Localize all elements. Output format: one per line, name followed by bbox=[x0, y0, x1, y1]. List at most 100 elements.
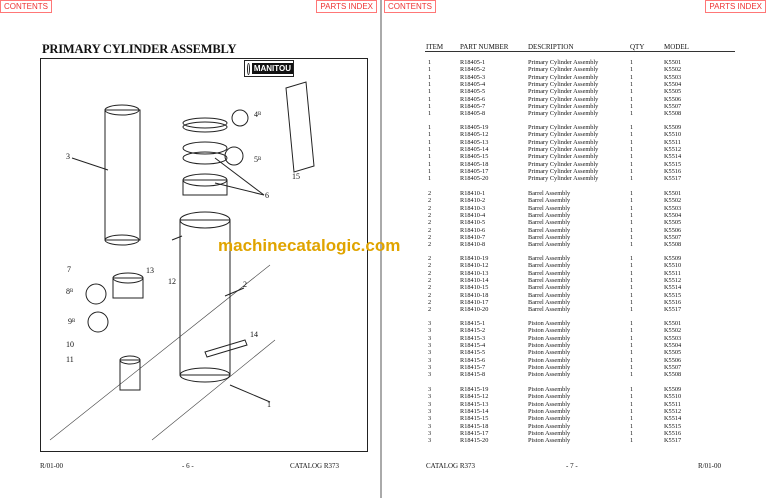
cell-description: Barrel Assembly bbox=[528, 298, 571, 306]
cell-item: 2 bbox=[428, 226, 432, 234]
cell-item: 3 bbox=[428, 371, 432, 379]
cell-qty: 1 bbox=[630, 400, 634, 408]
parts-index-link[interactable]: PARTS INDEX bbox=[705, 0, 766, 13]
cell-qty: 1 bbox=[630, 407, 634, 415]
cell-part-number: R18410-7 bbox=[460, 233, 486, 241]
cell-item: 2 bbox=[428, 262, 432, 270]
cell-qty: 1 bbox=[630, 341, 634, 349]
cell-model: K5503 bbox=[664, 204, 682, 212]
cell-item: 1 bbox=[428, 167, 432, 175]
cell-item: 1 bbox=[428, 160, 432, 168]
cell-description: Piston Assembly bbox=[528, 400, 571, 408]
cell-item: 1 bbox=[428, 145, 432, 153]
cell-qty: 1 bbox=[630, 306, 634, 314]
cell-description: Primary Cylinder Assembly bbox=[528, 138, 599, 146]
cell-qty: 1 bbox=[630, 356, 634, 364]
cell-qty: 1 bbox=[630, 276, 634, 284]
cell-qty: 1 bbox=[630, 437, 634, 445]
right-page: CONTENTS PARTS INDEX bbox=[382, 0, 768, 498]
cell-item: 2 bbox=[428, 306, 432, 314]
callout-15: 15 bbox=[292, 172, 300, 181]
cell-description: Piston Assembly bbox=[528, 371, 571, 379]
callout-14: 14 bbox=[250, 330, 258, 339]
cell-item: 1 bbox=[428, 175, 432, 183]
cell-item: 2 bbox=[428, 219, 432, 227]
cell-part-number: R18410-12 bbox=[460, 262, 489, 270]
cell-description: Piston Assembly bbox=[528, 407, 571, 415]
cell-description: Piston Assembly bbox=[528, 386, 571, 393]
cell-qty: 1 bbox=[630, 415, 634, 423]
cell-description: Primary Cylinder Assembly bbox=[528, 124, 599, 131]
cell-part-number: R18415-20 bbox=[460, 437, 489, 445]
cell-description: Primary Cylinder Assembly bbox=[528, 80, 599, 88]
cell-description: Barrel Assembly bbox=[528, 284, 571, 292]
cell-part-number: R18405-1 bbox=[460, 59, 486, 66]
cell-qty: 1 bbox=[630, 269, 634, 277]
cell-qty: 1 bbox=[630, 393, 634, 401]
cell-part-number: R18415-17 bbox=[460, 429, 489, 437]
cell-model: K5506 bbox=[664, 356, 682, 364]
page-title: PRIMARY CYLINDER ASSEMBLY bbox=[42, 42, 237, 56]
cell-model: K5501 bbox=[664, 59, 682, 66]
cell-model: K5516 bbox=[664, 298, 682, 306]
cell-qty: 1 bbox=[630, 429, 634, 437]
cell-item: 1 bbox=[428, 131, 432, 139]
cell-model: K5505 bbox=[664, 219, 682, 227]
cell-model: K5503 bbox=[664, 73, 682, 81]
contents-link[interactable]: CONTENTS bbox=[0, 0, 52, 13]
cell-part-number: R18405-3 bbox=[460, 73, 486, 81]
cell-qty: 1 bbox=[630, 190, 634, 197]
footer-page-number: - 7 - bbox=[566, 462, 578, 470]
cell-description: Barrel Assembly bbox=[528, 241, 571, 249]
parts-index-link[interactable]: PARTS INDEX bbox=[316, 0, 377, 13]
cell-qty: 1 bbox=[630, 211, 634, 219]
cell-item: 1 bbox=[428, 95, 432, 103]
cell-model: K5505 bbox=[664, 88, 682, 96]
cell-description: Piston Assembly bbox=[528, 356, 571, 364]
logo-text: MANITOU bbox=[251, 63, 293, 74]
cell-part-number: R18415-1 bbox=[460, 320, 486, 327]
cell-model: K5514 bbox=[664, 284, 682, 292]
cell-part-number: R18410-20 bbox=[460, 306, 489, 314]
cell-description: Primary Cylinder Assembly bbox=[528, 88, 599, 96]
cell-qty: 1 bbox=[630, 241, 634, 249]
footer-revision: R/01-00 bbox=[698, 462, 721, 470]
cell-description: Barrel Assembly bbox=[528, 226, 571, 234]
cell-part-number: R18415-19 bbox=[460, 386, 489, 393]
cell-part-number: R18415-3 bbox=[460, 334, 486, 342]
cell-part-number: R18415-13 bbox=[460, 400, 489, 408]
callout-3: 3 bbox=[66, 152, 70, 161]
cell-description: Barrel Assembly bbox=[528, 276, 571, 284]
cell-part-number: R18410-1 bbox=[460, 190, 486, 197]
cell-part-number: R18410-18 bbox=[460, 291, 489, 299]
cell-qty: 1 bbox=[630, 102, 634, 110]
cell-item: 3 bbox=[428, 429, 432, 437]
contents-link[interactable]: CONTENTS bbox=[384, 0, 436, 13]
cell-part-number: R18410-6 bbox=[460, 226, 486, 234]
header-qty: QTY bbox=[630, 43, 645, 51]
manitou-logo: MANITOU bbox=[244, 60, 294, 77]
cell-model: K5516 bbox=[664, 167, 682, 175]
cell-qty: 1 bbox=[630, 255, 634, 262]
cell-model: K5512 bbox=[664, 145, 682, 153]
cell-qty: 1 bbox=[630, 204, 634, 212]
cell-item: 3 bbox=[428, 363, 432, 371]
cell-description: Primary Cylinder Assembly bbox=[528, 59, 599, 66]
header-part-number: PART NUMBER bbox=[460, 43, 509, 51]
cell-item: 2 bbox=[428, 211, 432, 219]
cell-description: Barrel Assembly bbox=[528, 269, 571, 277]
cell-qty: 1 bbox=[630, 226, 634, 234]
cell-qty: 1 bbox=[630, 175, 634, 183]
cell-model: K5504 bbox=[664, 341, 682, 349]
cell-qty: 1 bbox=[630, 131, 634, 139]
cell-qty: 1 bbox=[630, 284, 634, 292]
cell-description: Primary Cylinder Assembly bbox=[528, 175, 599, 183]
cell-part-number: R18410-15 bbox=[460, 284, 489, 292]
cell-item: 1 bbox=[428, 88, 432, 96]
cell-item: 3 bbox=[428, 437, 432, 445]
cell-description: Barrel Assembly bbox=[528, 204, 571, 212]
cell-model: K5514 bbox=[664, 153, 682, 161]
cell-qty: 1 bbox=[630, 73, 634, 81]
cell-part-number: R18410-2 bbox=[460, 197, 486, 205]
cell-model: K5510 bbox=[664, 262, 682, 270]
